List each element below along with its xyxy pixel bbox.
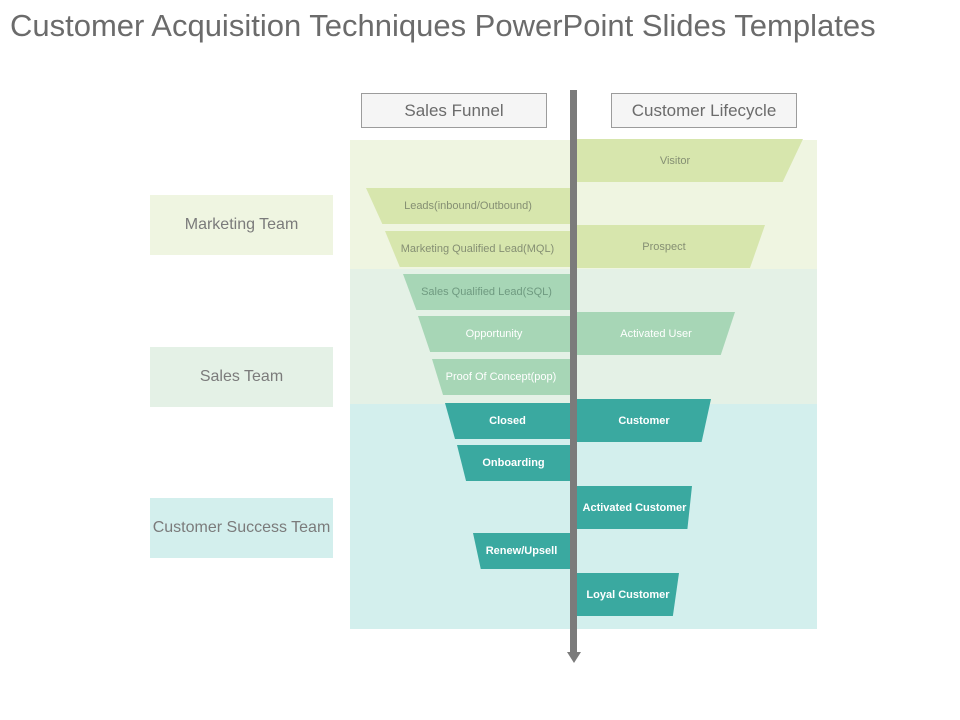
sales-team-label: Sales Team xyxy=(150,347,333,407)
lifecycle-stage-visitor: Visitor xyxy=(577,139,803,182)
timeline-arrow-icon xyxy=(567,652,581,663)
funnel-stage-leads: Leads(inbound/Outbound) xyxy=(366,188,570,224)
timeline-divider xyxy=(570,90,577,654)
funnel-stage-onboarding: Onboarding xyxy=(457,445,570,481)
funnel-stage-mql: Marketing Qualified Lead(MQL) xyxy=(385,231,570,267)
funnel-stage-proof-of-concept: Proof Of Concept(pop) xyxy=(432,359,570,395)
lifecycle-stage-loyal-customer: Loyal Customer xyxy=(577,573,679,616)
sales-funnel-header: Sales Funnel xyxy=(361,93,547,128)
funnel-stage-closed: Closed xyxy=(445,403,570,439)
funnel-stage-renew-upsell: Renew/Upsell xyxy=(473,533,570,569)
lifecycle-stage-activated-customer: Activated Customer xyxy=(577,486,692,529)
slide-title: Customer Acquisition Techniques PowerPoi… xyxy=(10,8,876,43)
lifecycle-stage-prospect: Prospect xyxy=(577,225,765,268)
funnel-stage-sql: Sales Qualified Lead(SQL) xyxy=(403,274,570,310)
customer-lifecycle-header: Customer Lifecycle xyxy=(611,93,797,128)
lifecycle-stage-customer: Customer xyxy=(577,399,711,442)
customer-success-team-label: Customer Success Team xyxy=(150,498,333,558)
funnel-stage-opportunity: Opportunity xyxy=(418,316,570,352)
marketing-team-label: Marketing Team xyxy=(150,195,333,255)
lifecycle-stage-activated-user: Activated User xyxy=(577,312,735,355)
